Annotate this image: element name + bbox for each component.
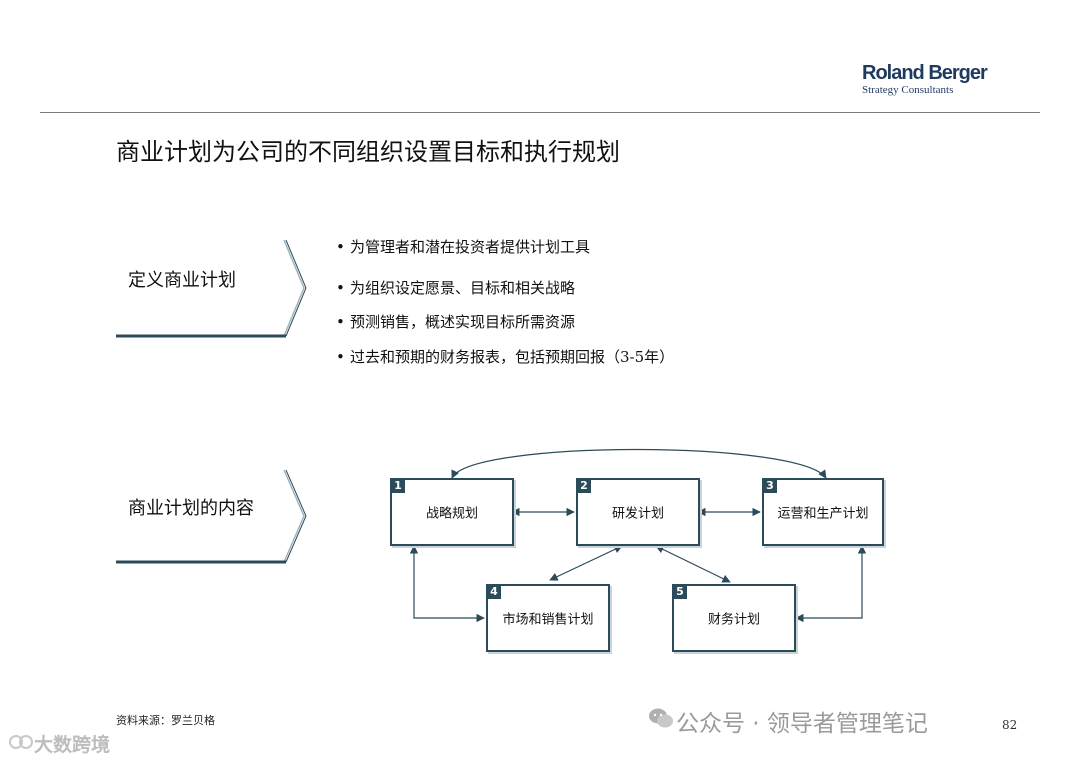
logo-brand: Roland Berger bbox=[862, 62, 988, 84]
bullet-item: •预测销售，概述实现目标所需资源 bbox=[336, 313, 576, 331]
node-rd-plan: 2 研发计划 bbox=[576, 478, 700, 546]
node-financial-plan: 5 财务计划 bbox=[672, 584, 796, 652]
source-note: 资料来源：罗兰贝格 bbox=[116, 714, 215, 727]
node-strategy-planning: 1 战略规划 bbox=[390, 478, 514, 546]
arrow-1-3 bbox=[451, 448, 827, 479]
node-marketing-sales-plan: 4 市场和销售计划 bbox=[486, 584, 610, 652]
logo-tagline: Strategy Consultants bbox=[862, 84, 954, 96]
roland-berger-logo: Roland Berger Strategy Consultants bbox=[862, 62, 1002, 96]
chevron-shape-definition bbox=[116, 239, 307, 338]
header-divider bbox=[40, 112, 1040, 113]
section-label-definition: 定义商业计划 bbox=[128, 270, 236, 291]
bullet-item: •过去和预期的财务报表，包括预期回报（3-5年） bbox=[336, 348, 675, 366]
arrow-1-4 bbox=[409, 545, 485, 623]
node-operations-plan: 3 运营和生产计划 bbox=[762, 478, 884, 546]
chevron-shape-content bbox=[116, 469, 307, 564]
page-title: 商业计划为公司的不同组织设置目标和执行规划 bbox=[116, 138, 620, 166]
bullet-item: •为管理者和潜在投资者提供计划工具 bbox=[336, 238, 591, 256]
wechat-icon bbox=[649, 708, 673, 728]
bullet-item: •为组织设定愿景、目标和相关战略 bbox=[336, 279, 576, 297]
watermark-wechat: 公众号 · 领导者管理笔记 bbox=[676, 711, 928, 737]
page-number: 82 bbox=[1002, 718, 1018, 732]
section-label-content: 商业计划的内容 bbox=[128, 498, 254, 519]
arrow-2-5 bbox=[655, 545, 731, 583]
watermark-logo-icon bbox=[9, 735, 33, 749]
arrow-2-4 bbox=[549, 545, 623, 581]
watermark-brand: 大数跨境 bbox=[34, 734, 111, 756]
arrow-3-5 bbox=[795, 545, 867, 623]
